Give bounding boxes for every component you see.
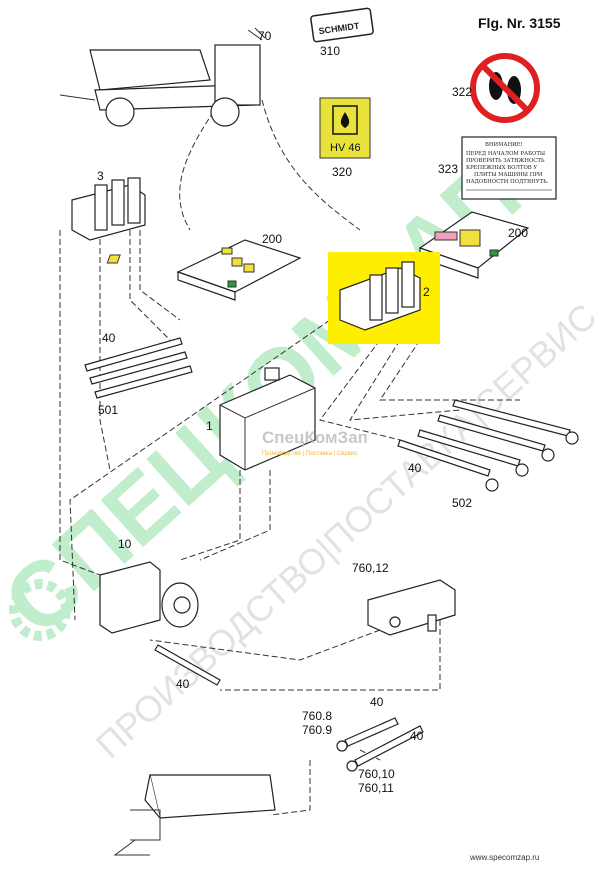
- label-fitting-a1: 760.8: [302, 709, 332, 723]
- fittings: [336, 717, 424, 772]
- hoses-right: [397, 399, 579, 492]
- label-hose-pump: 40: [176, 677, 190, 691]
- hoses-left: [84, 337, 193, 399]
- label-valve-block: 760,12: [352, 561, 389, 575]
- label-hoses-right: 502: [452, 496, 472, 510]
- no-step-sign: [470, 53, 540, 123]
- svg-text:ВНИМАНИЕ!: ВНИМАНИЕ!: [485, 142, 523, 148]
- label-no-step-sign: 322: [452, 85, 472, 99]
- svg-text:ПЛИТЫ МАШИНЫ ПРИ: ПЛИТЫ МАШИНЫ ПРИ: [474, 172, 543, 178]
- label-valve-left: 3: [97, 169, 104, 183]
- figure-title: Flg. Nr. 3155: [478, 15, 561, 31]
- logo-plate: SCHMIDT: [310, 7, 374, 43]
- connection-lines: [59, 59, 520, 816]
- spreader-illustration: [113, 774, 276, 856]
- pump: [99, 561, 199, 634]
- label-hoses-left-qty: 40: [102, 331, 116, 345]
- valve-block: [367, 579, 456, 636]
- label-logo-plate: 310: [320, 44, 340, 58]
- oil-sign-text: HV 46: [330, 142, 361, 154]
- label-hoses-left: 501: [98, 403, 118, 417]
- truck-illustration: [59, 27, 266, 127]
- svg-text:ПРОВЕРИТЬ ЗАТЯЖНОСТЬ: ПРОВЕРИТЬ ЗАТЯЖНОСТЬ: [466, 158, 545, 164]
- oil-sign: HV 46: [319, 97, 371, 159]
- warning-sign: ВНИМАНИЕ! ПЕРЕД НАЧАЛОМ РАБОТЫ ПРОВЕРИТЬ…: [461, 136, 557, 200]
- label-pump: 10: [118, 537, 132, 551]
- label-warning-sign: 323: [438, 162, 458, 176]
- svg-text:КРЕПЕЖНЫХ БОЛТОВ У: КРЕПЕЖНЫХ БОЛТОВ У: [466, 165, 537, 171]
- label-hoses-right-qty: 40: [408, 461, 422, 475]
- label-hose-b: 40: [370, 695, 384, 709]
- valve-right-highlighted: [328, 252, 440, 344]
- hose-pump: [154, 644, 221, 686]
- footer-url: www.specomzap.ru: [469, 853, 539, 862]
- label-control-left: 200: [262, 232, 282, 246]
- watermark-small-sub: Производство | Поставка | Сервис: [262, 451, 357, 457]
- watermark-small: СпецКомЗап: [262, 428, 368, 447]
- tank: [219, 367, 316, 471]
- label-hose-c: 40: [410, 729, 424, 743]
- control-panel-left: [106, 239, 302, 301]
- label-fitting-b1: 760,10: [358, 767, 395, 781]
- valve-left: [71, 177, 146, 241]
- label-control-right: 200: [508, 226, 528, 240]
- label-tank: 1: [206, 419, 213, 433]
- label-fitting-a2: 760.9: [302, 723, 332, 737]
- label-truck: 70: [258, 29, 272, 43]
- label-oil-sign: 320: [332, 165, 352, 179]
- label-valve-right: 2: [423, 285, 430, 299]
- label-fitting-b2: 760,11: [358, 781, 394, 795]
- svg-text:НАДОБНОСТИ ПОДТЯНУТЬ.: НАДОБНОСТИ ПОДТЯНУТЬ.: [466, 179, 549, 185]
- svg-text:ПЕРЕД НАЧАЛОМ РАБОТЫ: ПЕРЕД НАЧАЛОМ РАБОТЫ: [466, 151, 545, 157]
